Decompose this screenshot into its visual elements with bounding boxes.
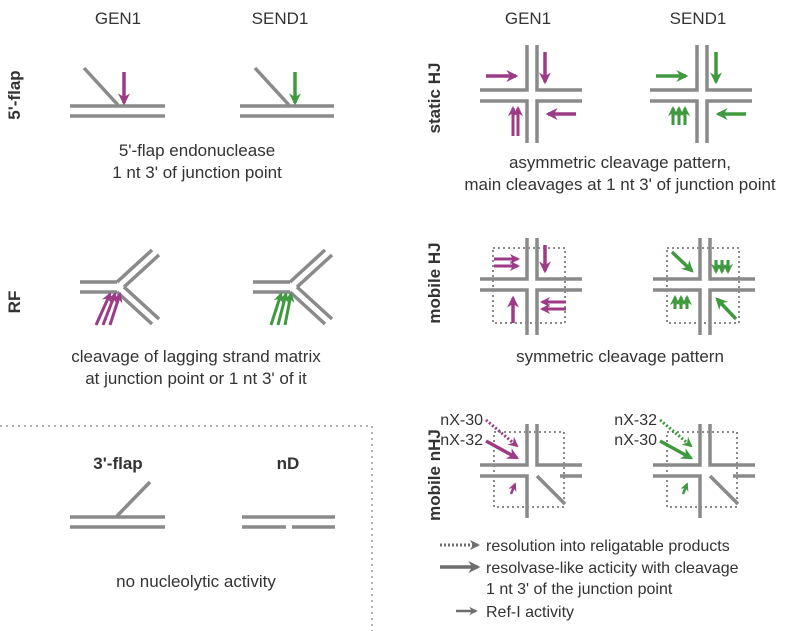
nd-label: nD (277, 454, 300, 473)
rf-send1-structure (253, 248, 334, 326)
row-label-mobile-nhj: mobile nHJ (425, 429, 444, 521)
inactive-desc: no nucleolytic activity (116, 572, 276, 591)
row-label-rf: RF (5, 291, 24, 314)
nhj-gen1-arrow-small (508, 482, 517, 495)
nhj-send1-arrow-solid (659, 439, 694, 460)
nhj-gen1-label-bottom: nX-32 (440, 432, 483, 449)
col-header-right-send1: SEND1 (670, 9, 727, 28)
rf-desc-line1: cleavage of lagging strand matrix (71, 347, 321, 366)
flap5-send1-structure (240, 66, 334, 118)
nhj-gen1-arrow-solid (485, 439, 520, 460)
flap3-label: 3'-flap (93, 454, 142, 473)
nhj-send1-label-bottom: nX-30 (614, 432, 657, 449)
mobile-hj-send1-junction (653, 238, 755, 335)
flap5-gen1-structure (70, 66, 165, 118)
rf-send1-arrow-3 (283, 291, 295, 326)
row-label-5-flap: 5'-flap (5, 70, 24, 119)
nhj-send1-label-top: nX-32 (614, 412, 657, 429)
nd-structure (242, 515, 335, 529)
rf-gen1-structure (80, 248, 161, 326)
legend-solid-text-line2: 1 nt 3' of the junction point (486, 581, 673, 598)
mobile-hj-send1-arrow-diag-top (670, 250, 694, 273)
nhj-gen1-label-top: nX-30 (440, 412, 483, 429)
col-header-left-send1: SEND1 (252, 9, 309, 28)
rf-gen1-arrow-3 (108, 292, 123, 326)
mobile-hj-desc: symmetric cleavage pattern (516, 347, 724, 366)
nhj-send1-arrow-small (680, 482, 689, 495)
mobile-hj-gen1-junction (480, 238, 582, 335)
static-hj-desc-line2: main cleavages at 1 nt 3' of junction po… (464, 175, 776, 194)
mobile-nhj-gen1-junction (480, 424, 582, 518)
row-label-static-hj: static HJ (425, 63, 444, 134)
row-label-mobile-hj: mobile HJ (425, 242, 444, 323)
flap3-structure (70, 480, 165, 529)
legend-dotted-text: resolution into religatable products (486, 538, 730, 555)
static-hj-desc-line1: asymmetric cleavage pattern, (509, 153, 731, 172)
legend: resolution into religatable products res… (440, 538, 739, 621)
col-header-right-gen1: GEN1 (505, 9, 551, 28)
legend-small-text: Ref-I activity (486, 604, 574, 621)
static-hj-send1-junction (650, 45, 752, 143)
nhj-gen1-arrow-dotted (485, 418, 519, 448)
flap5-desc-line2: 1 nt 3' of junction point (112, 163, 282, 182)
col-header-left-gen1: GEN1 (95, 9, 141, 28)
mobile-nhj-send1-junction (653, 424, 755, 518)
rf-desc-line2: at junction point or 1 nt 3' of it (85, 369, 307, 388)
flap5-desc-line1: 5'-flap endonuclease (119, 141, 275, 160)
nhj-send1-arrow-dotted (659, 418, 693, 448)
mobile-hj-send1-arrow-diag-bottom (715, 297, 738, 321)
static-hj-gen1-junction (480, 45, 582, 143)
legend-solid-text-line1: resolvase-like acticity with cleavage (486, 560, 739, 577)
